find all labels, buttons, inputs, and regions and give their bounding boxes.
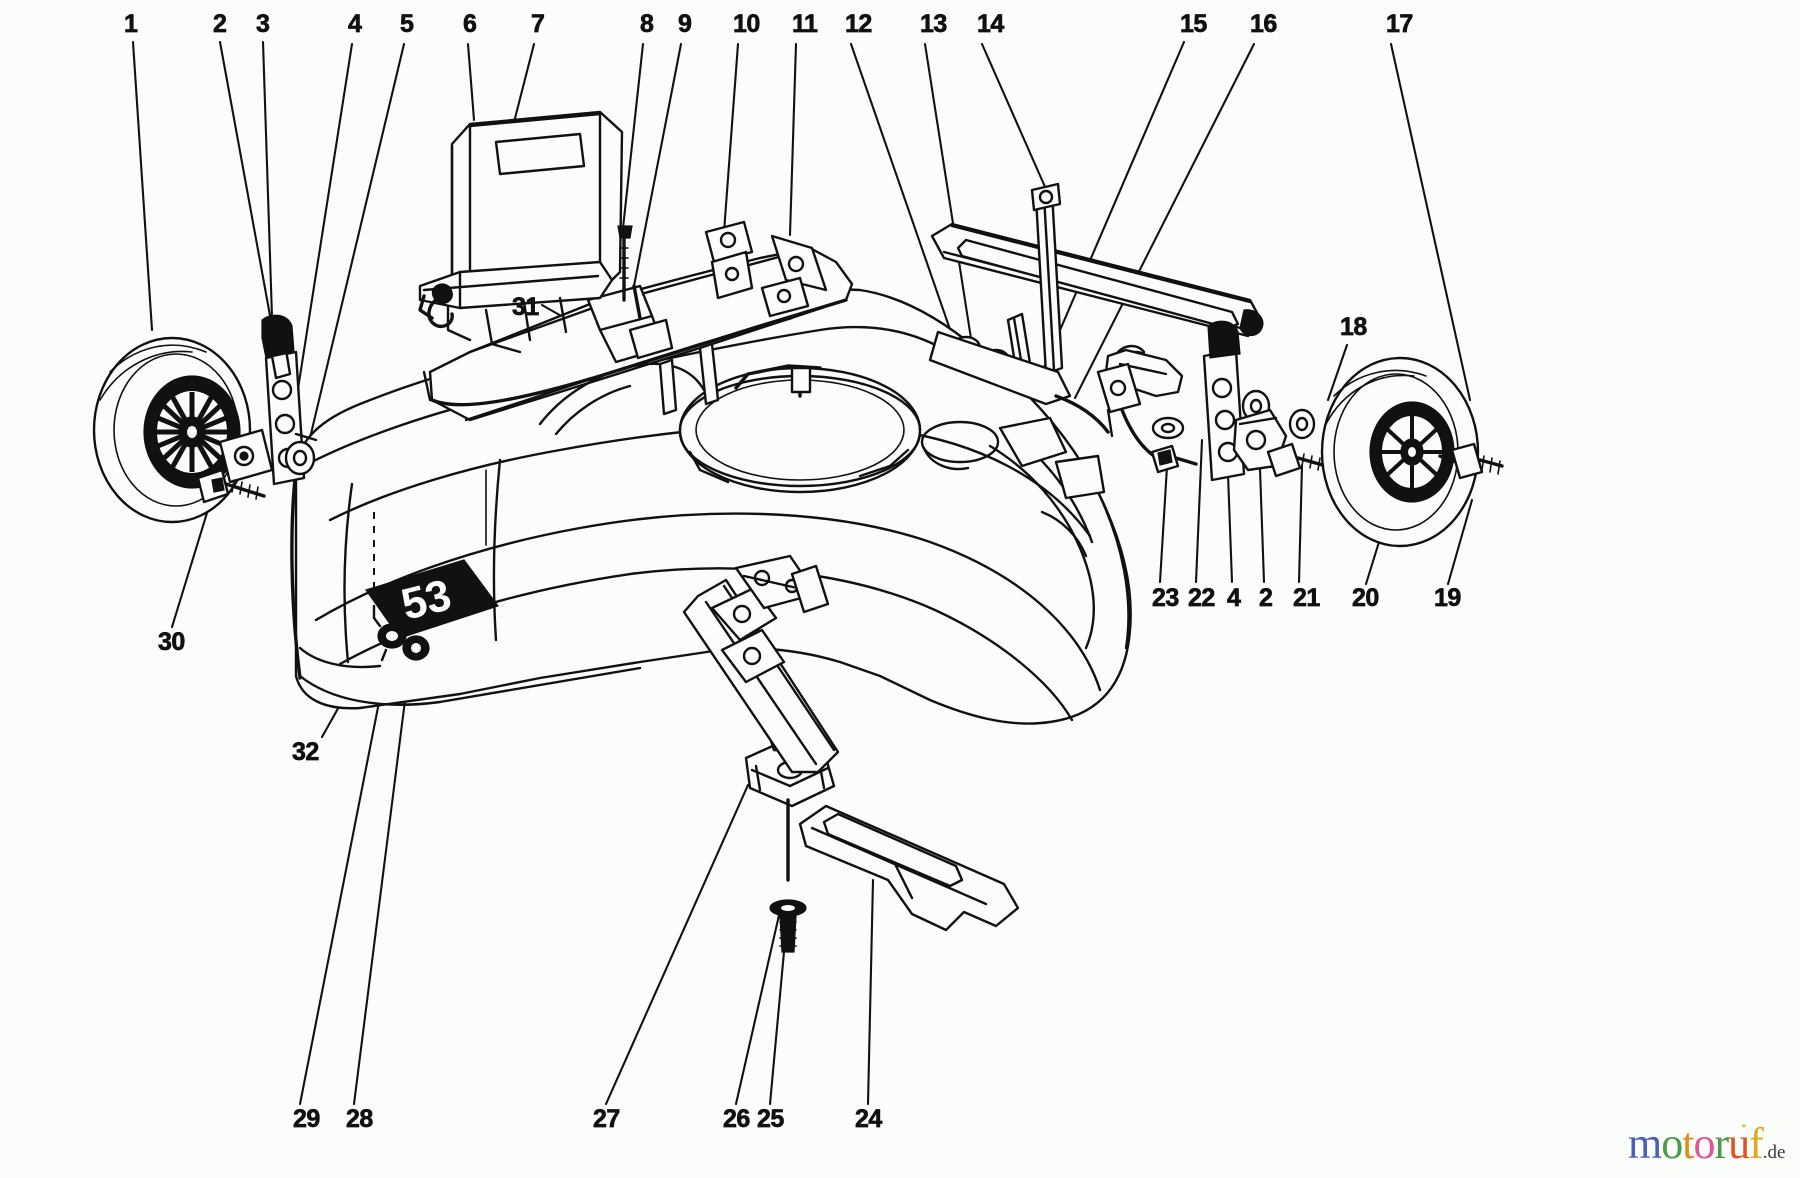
callout-label-28: 28 [346,1105,374,1133]
leader-line-28 [352,643,414,1106]
rear-grass-deflector-door [418,110,642,354]
callout-label-23: 23 [1152,584,1180,612]
bolt-item-19 [1438,442,1504,480]
watermark-letter: m [1628,1119,1662,1168]
watermark-letter: o [1693,1119,1715,1168]
leader-line-1 [131,40,154,332]
callout-label-25: 25 [757,1105,785,1133]
right-wheel-bracket-group [1150,320,1328,482]
callout-label-4: 4 [348,10,363,38]
deck-decal-53: 53 [365,559,499,639]
leader-line-9 [632,42,683,288]
blade-bolt [769,798,807,953]
height-adjust-linkage [928,182,1264,458]
leader-line-21 [1297,463,1304,584]
callout-label-17: 17 [1386,10,1414,38]
watermark-letter: u [1728,1119,1750,1168]
callout-label-5: 5 [400,10,415,38]
screw-item-8 [617,225,633,302]
callout-label-7: 7 [531,10,546,38]
watermark-dot: • [1741,1119,1746,1135]
callout-label-11: 11 [792,10,819,38]
callout-label-10: 10 [733,10,761,38]
left-wheel-assembly [92,314,318,524]
leader-line-5 [302,42,406,465]
callout-label-13: 13 [920,10,948,38]
watermark-letter: o [1661,1119,1683,1168]
callout-label-15: 15 [1180,10,1208,38]
leader-line-6 [466,42,476,122]
leader-line-14 [980,42,1055,207]
leader-line-23 [1158,448,1170,584]
leader-line-16 [1073,42,1256,400]
decal-text: 53 [397,570,456,629]
callout-label-12: 12 [845,10,873,38]
callout-label-14: 14 [977,10,1005,38]
engine-mount-opening [678,364,1000,494]
leader-line-17 [1389,42,1472,402]
callout-label-27: 27 [593,1105,621,1133]
leader-line-29 [298,634,394,1106]
deck-reinforcement-spine [682,554,840,774]
deck-front-lip [298,646,382,669]
callout-label-3: 3 [256,10,271,38]
leader-line-24 [866,878,875,1106]
callout-label-8: 8 [640,10,655,38]
leader-line-4 [288,42,354,442]
bolt-item-21 [1266,442,1328,478]
leader-line-8 [621,42,645,230]
leader-line-7 [510,42,536,132]
callout-label-31: 31 [512,293,540,321]
leader-line-13 [923,42,974,347]
callout-label-32: 32 [292,738,320,766]
bolt-item-23 [1150,444,1198,474]
leader-line-27 [604,783,750,1106]
leader-line-10 [722,42,740,234]
callout-label-4: 4 [1227,584,1242,612]
deck-rear-baffle [422,220,854,436]
callout-label-22: 22 [1188,584,1216,612]
leader-line-12 [849,42,955,340]
watermark-letter: r [1714,1119,1729,1168]
leader-line-11 [788,42,798,237]
leader-line-25 [768,928,788,1106]
watermark-suffix: .de [1762,1142,1786,1163]
callout-label-9: 9 [678,10,693,38]
callout-label-6: 6 [463,10,478,38]
leader-line-26 [734,900,784,1106]
callout-label-29: 29 [293,1105,321,1133]
leader-line-15 [1040,40,1186,374]
callout-label-21: 21 [1293,584,1321,612]
callout-label-2: 2 [1259,584,1274,612]
callout-label-20: 20 [1352,584,1380,612]
callout-label-2: 2 [213,10,228,38]
callout-label-26: 26 [723,1105,751,1133]
callout-label-1: 1 [124,10,139,38]
callout-label-18: 18 [1340,313,1368,341]
leader-line-22 [1194,438,1204,584]
bolt-item-30 [196,468,266,504]
fastener-group-28-29 [372,604,430,662]
watermark-letter: t [1682,1119,1694,1168]
leader-line-19 [1446,498,1474,586]
motoruf-watermark: motoruf• .de [1628,1119,1786,1168]
callout-label-19: 19 [1434,584,1462,612]
leader-line-2 [218,40,275,334]
pivot-fastener-cluster [928,330,1072,406]
wheel-hub-spokes [143,375,241,489]
callout-leader-lines [131,40,1474,1106]
right-wheel-assembly [1320,356,1504,548]
watermark-letter: f [1749,1119,1764,1168]
leader-line-18 [1326,343,1349,402]
callout-label-30: 30 [158,628,186,656]
callout-label-24: 24 [855,1105,883,1133]
callout-label-16: 16 [1250,10,1278,38]
